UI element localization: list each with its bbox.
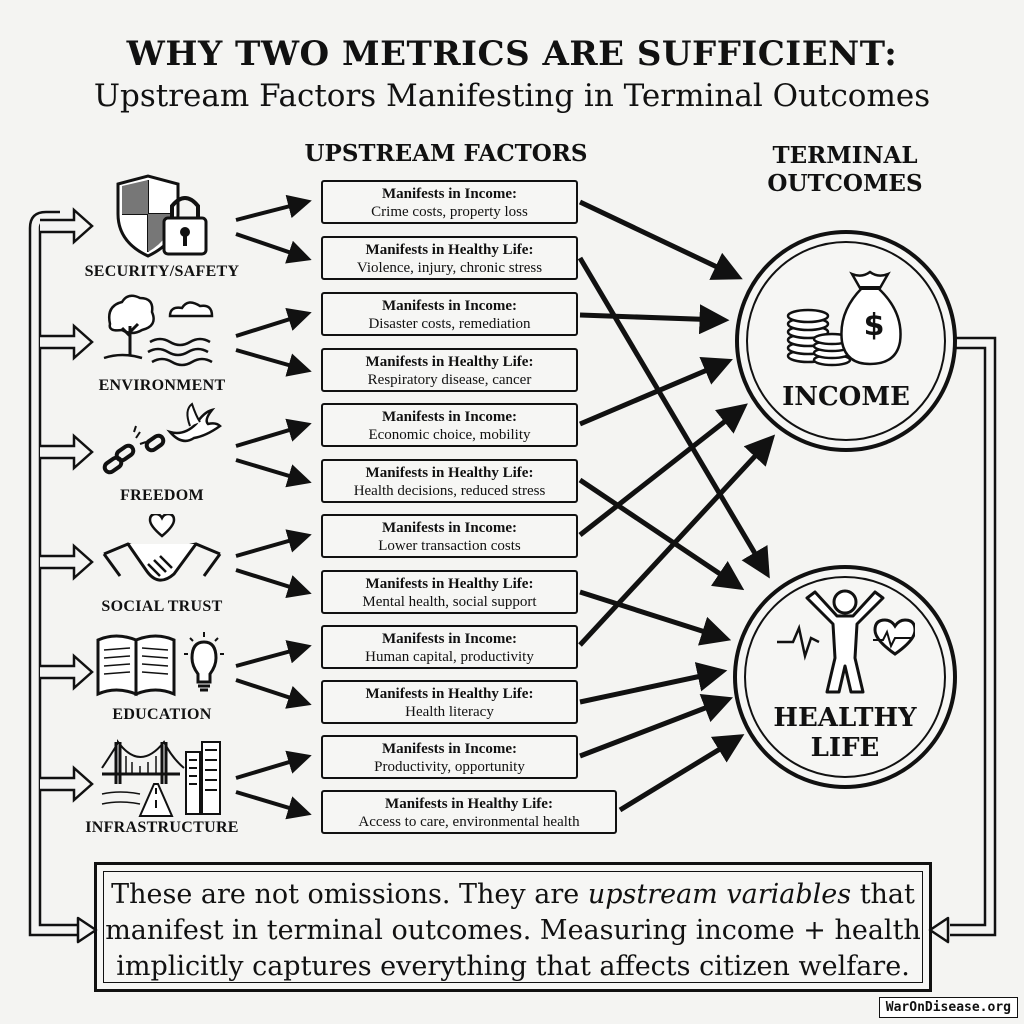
- factor-label-freedom: FREEDOM: [120, 487, 204, 504]
- factor-label-environment: ENVIRONMENT: [98, 377, 226, 394]
- shield-lock-icon: [108, 174, 212, 264]
- social-trust-health-box: Manifests in Healthy Life:Mental health,…: [321, 570, 578, 614]
- box-to-income-arrow-1: [579, 304, 730, 335]
- terminal-outcomes-heading: TERMINAL OUTCOMES: [767, 142, 923, 197]
- factor-label-infrastructure: INFRASTRUCTURE: [85, 819, 239, 836]
- security-to-health-box-arrow: [235, 232, 312, 264]
- coins-moneybag-icon: [782, 268, 906, 372]
- tree-water-icon: [102, 292, 222, 376]
- education-health-box: Manifests in Healthy Life:Health literac…: [321, 680, 578, 724]
- healthy-life-label: HEALTHY LIFE: [773, 703, 917, 763]
- upstream-factors-heading: UPSTREAM FACTORS: [304, 140, 588, 167]
- environment-health-box: Manifests in Healthy Life:Respiratory di…: [321, 348, 578, 392]
- freedom-health-box: Manifests in Healthy Life:Health decisio…: [321, 459, 578, 503]
- box-to-health-arrow-3: [579, 662, 728, 705]
- social-trust-feedback-arrow: [40, 543, 94, 581]
- right-feedback-loop: [950, 336, 997, 937]
- freedom-income-box: Manifests in Income:Economic choice, mob…: [321, 403, 578, 447]
- security-income-box: Manifests in Income:Crime costs, propert…: [321, 180, 578, 224]
- education-income-box: Manifests in Income:Human capital, produ…: [321, 625, 578, 669]
- box-to-income-arrow-3: [578, 403, 748, 537]
- security-feedback-arrow: [40, 207, 94, 245]
- infrastructure-income-box: Manifests in Income:Productivity, opport…: [321, 735, 578, 779]
- environment-to-health-box-arrow: [235, 348, 312, 377]
- income-label: INCOME: [782, 382, 910, 412]
- infrastructure-health-box: Manifests in Healthy Life:Access to care…: [321, 790, 617, 834]
- education-feedback-arrow: [40, 653, 94, 691]
- environment-feedback-arrow: [40, 323, 94, 361]
- freedom-feedback-arrow: [40, 433, 94, 471]
- title-line-1: WHY TWO METRICS ARE SUFFICIENT:: [126, 34, 898, 74]
- freedom-to-income-box-arrow: [235, 418, 312, 448]
- box-to-health-arrow-4: [579, 694, 734, 759]
- infrastructure-to-income-box-arrow: [235, 750, 312, 780]
- bridge-city-icon: [100, 738, 224, 822]
- environment-income-box: Manifests in Income:Disaster costs, reme…: [321, 292, 578, 336]
- education-to-income-box-arrow: [235, 640, 312, 668]
- box-to-income-arrow-0: [578, 199, 743, 280]
- conclusion-text: These are not omissions. They are upstre…: [105, 879, 921, 982]
- watermark: WarOnDisease.org: [878, 997, 1018, 1018]
- factor-label-social-trust: SOCIAL TRUST: [101, 598, 223, 615]
- social-trust-to-health-box-arrow: [235, 568, 312, 599]
- book-lightbulb-icon: [94, 630, 230, 706]
- box-to-health-arrow-0: [577, 256, 770, 579]
- factor-label-security: SECURITY/SAFETY: [84, 263, 240, 280]
- infrastructure-to-health-box-arrow: [235, 790, 312, 820]
- box-to-health-arrow-2: [579, 589, 732, 646]
- conclusion-box: These are not omissions. They are upstre…: [94, 862, 932, 992]
- education-to-health-box-arrow: [235, 678, 312, 709]
- box-to-income-arrow-2: [579, 356, 733, 427]
- title-line-2: Upstream Factors Manifesting in Terminal…: [93, 78, 931, 114]
- box-to-health-arrow-5: [618, 734, 745, 813]
- infrastructure-feedback-arrow: [40, 765, 94, 803]
- handshake-heart-icon: [100, 512, 224, 600]
- security-to-income-box-arrow: [235, 194, 312, 222]
- environment-to-income-box-arrow: [235, 307, 312, 338]
- dollar-sign: $: [863, 308, 885, 343]
- social-trust-to-income-box-arrow: [235, 529, 312, 558]
- social-trust-income-box: Manifests in Income:Lower transaction co…: [321, 514, 578, 558]
- box-to-health-arrow-1: [578, 477, 745, 591]
- person-heartbeat-icon: [775, 588, 917, 702]
- security-health-box: Manifests in Healthy Life:Violence, inju…: [321, 236, 578, 280]
- broken-chain-dove-icon: [100, 402, 224, 490]
- factor-label-education: EDUCATION: [112, 706, 212, 723]
- freedom-to-health-box-arrow: [235, 458, 312, 488]
